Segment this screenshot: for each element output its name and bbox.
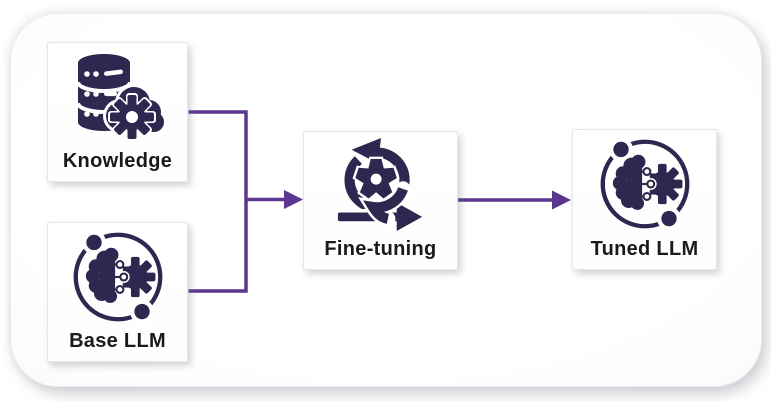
database-gear-icon	[75, 53, 167, 141]
brain-circuit-gear-icon	[73, 229, 162, 324]
circuit-nodes	[107, 259, 128, 294]
gear-half	[119, 254, 157, 299]
circuit-nodes	[634, 167, 655, 201]
brain-half	[85, 247, 118, 303]
inner-gear	[352, 156, 400, 202]
node-knowledge: Knowledge	[47, 42, 188, 182]
fine-tuning-icon-wrap	[330, 132, 432, 238]
node-tuned-llm: Tuned LLM	[572, 129, 717, 270]
gear	[107, 92, 156, 141]
tuned-llm-icon-wrap	[597, 130, 693, 238]
node-base-llm: Base LLM	[47, 222, 188, 362]
node-base-llm-label: Base LLM	[69, 330, 166, 352]
base-llm-icon-wrap	[70, 223, 166, 330]
agile-iteration-gear-icon	[334, 136, 427, 234]
node-fine-tuning-label: Fine-tuning	[324, 238, 437, 260]
brain-half	[612, 154, 645, 210]
brain-circuit-gear-icon	[600, 137, 689, 231]
node-knowledge-label: Knowledge	[62, 150, 173, 172]
knowledge-icon-wrap	[60, 43, 176, 150]
node-fine-tuning: Fine-tuning	[303, 131, 458, 270]
node-tuned-llm-label: Tuned LLM	[590, 238, 699, 260]
